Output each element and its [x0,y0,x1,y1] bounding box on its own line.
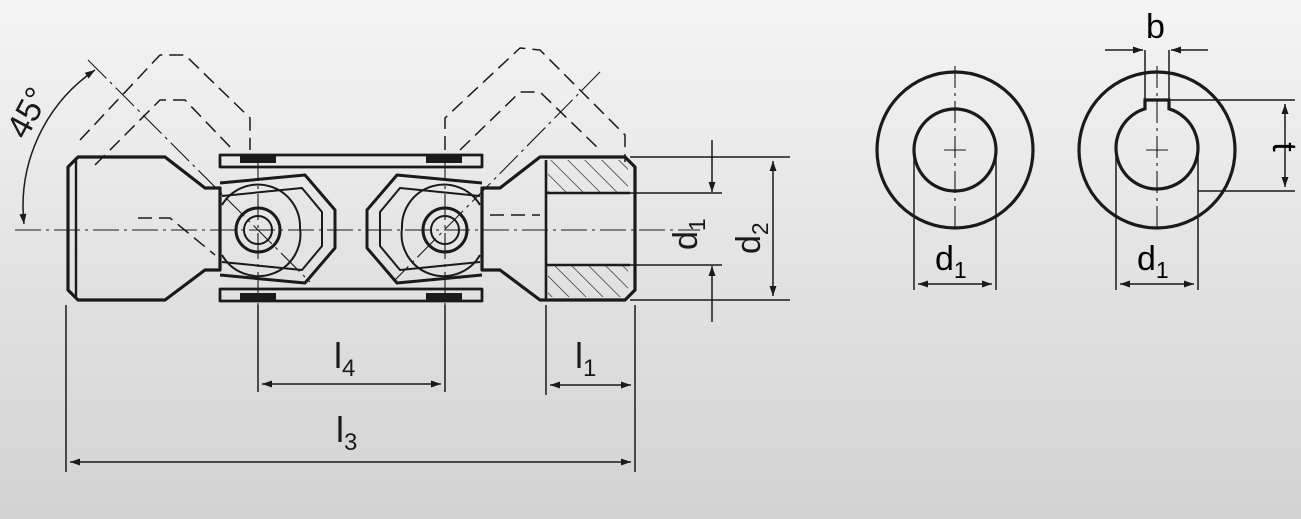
label-d1-side: d1 [667,218,710,250]
dim-arc-45deg [19,69,96,225]
left-joint-pin [234,206,282,254]
right-joint-pin [421,206,469,254]
end-view-plain-bore [875,66,1035,290]
joint-side-view [15,47,700,305]
label-t: t [1265,142,1301,152]
bore-section-hatch-top [548,160,628,193]
end-view-keyed-bore [1077,46,1295,290]
bore-section-hatch-bottom [548,265,628,297]
label-l1: l1 [575,335,596,382]
right-hub [480,155,637,302]
phantom-deflected-position [79,47,626,256]
label-b: b [1146,8,1165,46]
label-d1-keyed: d1 [1137,240,1169,283]
left-hub [66,155,222,302]
label-d1-plain: d1 [935,240,967,283]
center-yoke-top [218,153,484,169]
left-fork [219,173,337,285]
pin-heads [240,155,462,301]
side-view-dimensions [19,69,790,472]
label-l4: l4 [334,335,355,382]
label-l3: l3 [336,409,357,456]
keyed-bore-with-keyway [1114,98,1200,191]
label-d2-side: d2 [730,222,773,254]
center-yoke-bottom [218,287,484,303]
right-fork [365,173,483,285]
deflected-axis-left [87,59,311,283]
